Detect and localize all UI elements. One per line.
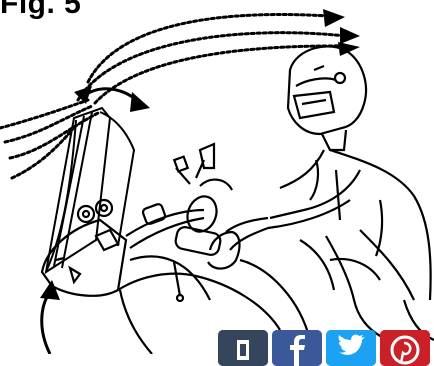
- helmet: [288, 46, 366, 134]
- windscreen: [46, 108, 134, 272]
- share-button-tumblr[interactable]: [218, 330, 268, 366]
- share-button-pinterest[interactable]: [380, 330, 430, 366]
- airflow-line-lower-3: [10, 112, 100, 158]
- arrowhead-2: [340, 27, 360, 44]
- tumblr-icon: [218, 330, 268, 366]
- rider-illustration: [0, 0, 434, 354]
- figure-label: Fig. 5: [0, 0, 81, 20]
- share-button-twitter[interactable]: [326, 330, 376, 366]
- lift-arrow: [42, 292, 50, 354]
- facebook-icon: [272, 330, 322, 366]
- airflow-line-top: [88, 14, 328, 82]
- figure-container: Fig. 5: [0, 0, 434, 354]
- share-bar: [218, 330, 430, 364]
- pinterest-icon: [380, 330, 430, 366]
- share-button-facebook[interactable]: [272, 330, 322, 366]
- twitter-icon: [326, 330, 376, 366]
- rider: [200, 46, 434, 346]
- arrowhead-1: [323, 9, 345, 27]
